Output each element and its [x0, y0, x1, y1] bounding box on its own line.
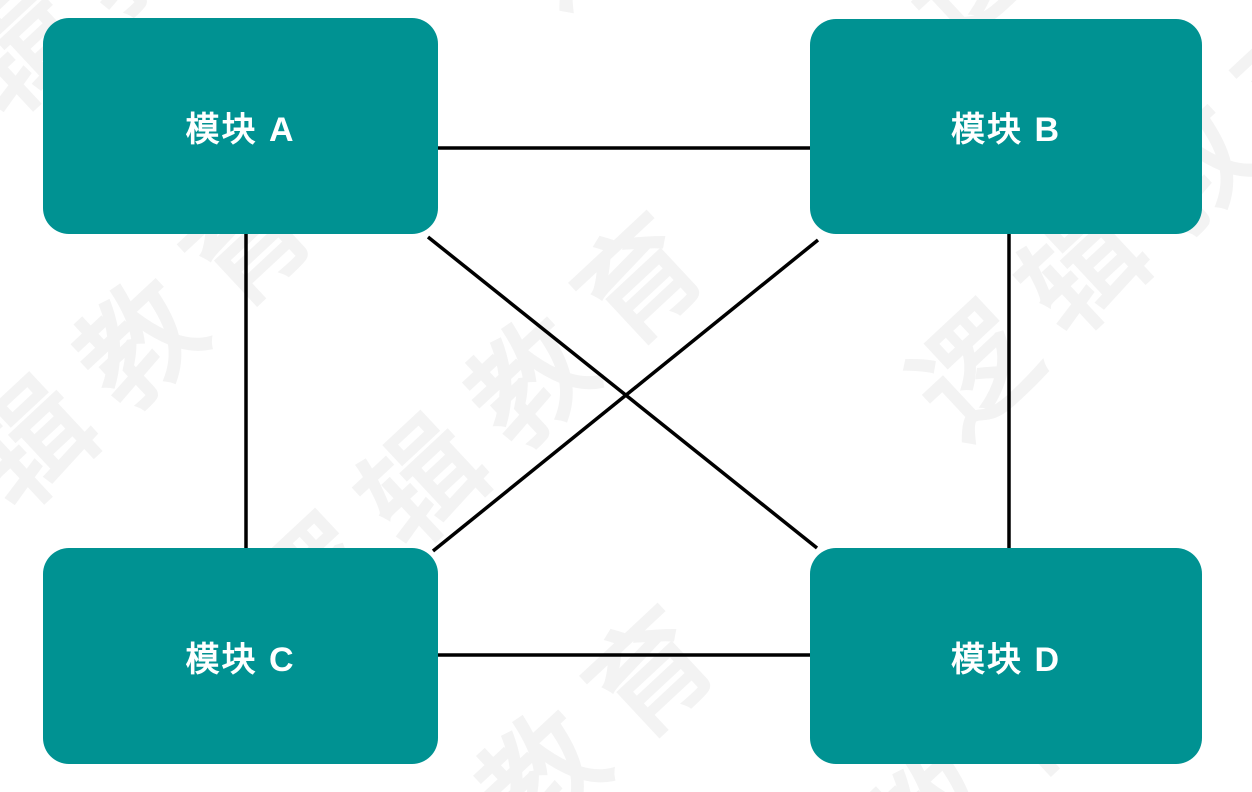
- node-label-a: 模块 A: [185, 110, 296, 149]
- node-module-d[interactable]: 模块 D: [810, 548, 1202, 764]
- node-label-d: 模块 D: [951, 640, 1061, 679]
- node-module-b[interactable]: 模块 B: [810, 19, 1202, 234]
- node-module-a[interactable]: 模块 A: [43, 18, 438, 234]
- node-module-c[interactable]: 模块 C: [43, 548, 438, 764]
- edge-b-c: [431, 238, 820, 553]
- node-label-b: 模块 B: [951, 111, 1061, 149]
- node-label-c: 模块 C: [185, 640, 296, 679]
- edge-a-d: [426, 235, 819, 550]
